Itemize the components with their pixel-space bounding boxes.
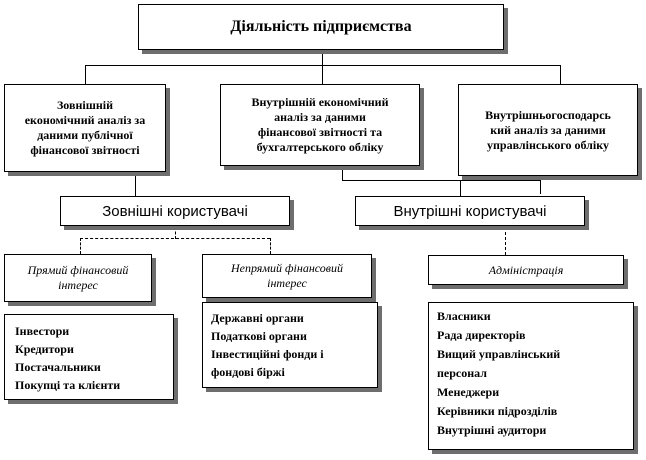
connector-drop-right xyxy=(560,65,561,84)
top-box: Діяльність підприємства xyxy=(138,4,504,50)
list-item: персонал xyxy=(437,366,487,380)
direct-list: Інвестори Кредитори Постачальники Покупц… xyxy=(15,322,120,394)
admin-list-box: Власники Рада директорів Вищий управлінс… xyxy=(428,302,634,450)
connector-top-stem xyxy=(322,52,323,66)
analysis-box-management: Внутрішньогосподарсь кий аналіз за даним… xyxy=(458,84,638,176)
analysis-box-external: Зовнішній економічний аналіз за даними п… xyxy=(4,84,166,172)
indirect-list-box: Державні органи Податкові органи Інвести… xyxy=(202,302,378,388)
list-item: Інвестиційні фонди і xyxy=(211,347,324,361)
analysis-external-line-2: економічний аналіз за xyxy=(24,113,146,127)
analysis-external-line-1: Зовнішній xyxy=(56,98,114,112)
direct-list-box: Інвестори Кредитори Постачальники Покупц… xyxy=(4,314,174,400)
admin-list: Власники Рада директорів Вищий управлінс… xyxy=(437,307,560,440)
connector-external-split-left xyxy=(80,238,81,254)
list-item: Рада директорів xyxy=(437,328,526,342)
analysis-management-line-1: Внутрішньогосподарсь xyxy=(485,107,611,122)
connector-internal-mid xyxy=(342,166,343,181)
indirect-interest-box: Непрямий фінансовий інтерес xyxy=(202,254,372,298)
connector-internal-admin xyxy=(505,227,506,255)
direct-interest-box: Прямий фінансовий інтерес xyxy=(4,254,152,302)
list-item: фондові біржі xyxy=(211,365,285,379)
indirect-list: Державні органи Податкові органи Інвести… xyxy=(211,309,324,381)
admin-label: Адміністрація xyxy=(488,262,564,277)
analysis-box-internal-financial: Внутрішній економічний аналіз за даними … xyxy=(220,84,420,166)
list-item: Власники xyxy=(437,309,491,323)
list-item: Внутрішні аудитори xyxy=(437,423,547,437)
direct-interest-line-1: Прямий фінансовий xyxy=(27,263,129,277)
connector-drop-mid xyxy=(322,65,323,84)
admin-box: Адміністрація xyxy=(428,255,624,285)
connector-internal-right xyxy=(540,180,541,194)
list-item: Податкові органи xyxy=(211,329,307,343)
analysis-external-line-4: фінансової звітності xyxy=(30,143,140,157)
indirect-interest-line-1: Непрямий фінансовий xyxy=(230,261,344,275)
list-item: Державні органи xyxy=(211,311,304,325)
analysis-internal-line-1: Внутрішній економічний xyxy=(251,95,389,109)
top-title: Діяльність підприємства xyxy=(230,18,412,35)
analysis-internal-line-4: бухгалтерського обліку xyxy=(256,140,384,154)
internal-users-box: Внутрішні користувачі xyxy=(355,196,585,226)
list-item: Інвестори xyxy=(15,324,70,338)
analysis-external-line-3: даними публічної xyxy=(37,128,133,142)
internal-users-label: Внутрішні користувачі xyxy=(393,202,547,220)
list-item: Кредитори xyxy=(15,342,74,356)
analysis-internal-line-3: фінансової звітності та xyxy=(257,125,383,139)
list-item: Вищий управлінський xyxy=(437,347,561,361)
connector-internal-down xyxy=(460,180,461,196)
analysis-management-line-2: кий аналіз за даними xyxy=(490,122,606,137)
list-item: Покупці та клієнти xyxy=(15,378,121,392)
indirect-interest-line-2: інтерес xyxy=(267,276,307,290)
external-users-box: Зовнішні користувачі xyxy=(60,196,290,226)
connector-external-split-stem xyxy=(175,227,176,239)
list-item: Керівники підрозділів xyxy=(437,404,558,418)
connector-external-up xyxy=(135,172,136,196)
list-item: Постачальники xyxy=(15,360,101,374)
connector-internal-bar xyxy=(342,180,541,181)
connector-drop-left xyxy=(85,65,86,84)
list-item: Менеджери xyxy=(437,385,500,399)
analysis-internal-line-2: аналіз за даними xyxy=(274,110,366,124)
direct-interest-line-2: інтерес xyxy=(58,278,98,292)
external-users-label: Зовнішні користувачі xyxy=(102,202,248,220)
connector-external-split-right xyxy=(270,238,271,254)
analysis-management-line-3: управлінського обліку xyxy=(487,137,609,152)
